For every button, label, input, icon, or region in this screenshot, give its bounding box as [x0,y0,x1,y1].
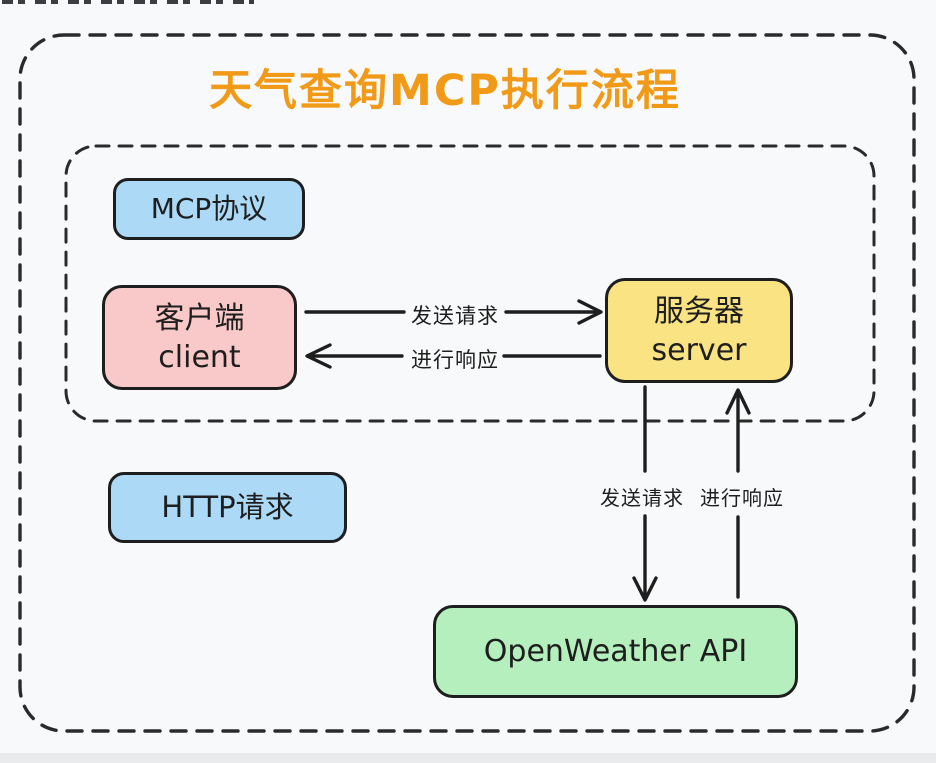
diagram-title: 天气查询MCP执行流程 [209,66,681,116]
node-client: 客户端 client [102,285,297,390]
node-http-request: HTTP请求 [108,472,347,543]
edge-label-respond-vertical: 进行响应 [700,486,784,510]
http-request-label: HTTP请求 [161,489,294,524]
node-server: 服务器 server [605,278,793,383]
client-label-zh: 客户端 [154,300,245,336]
node-openweather-api: OpenWeather API [433,605,798,698]
mcp-protocol-label: MCP协议 [150,191,268,225]
openweather-api-label: OpenWeather API [483,634,748,669]
server-label-en: server [651,332,747,368]
client-label-en: client [158,339,241,375]
edge-label-send-request-top: 发送请求 [411,304,499,328]
server-label-zh: 服务器 [654,293,744,329]
edge-label-respond-top: 进行响应 [411,348,499,372]
top-edge-artifact [2,0,254,4]
bottom-edge-strip [0,753,936,763]
node-mcp-protocol: MCP协议 [113,178,305,240]
edge-label-send-request-vertical: 发送请求 [600,486,684,510]
